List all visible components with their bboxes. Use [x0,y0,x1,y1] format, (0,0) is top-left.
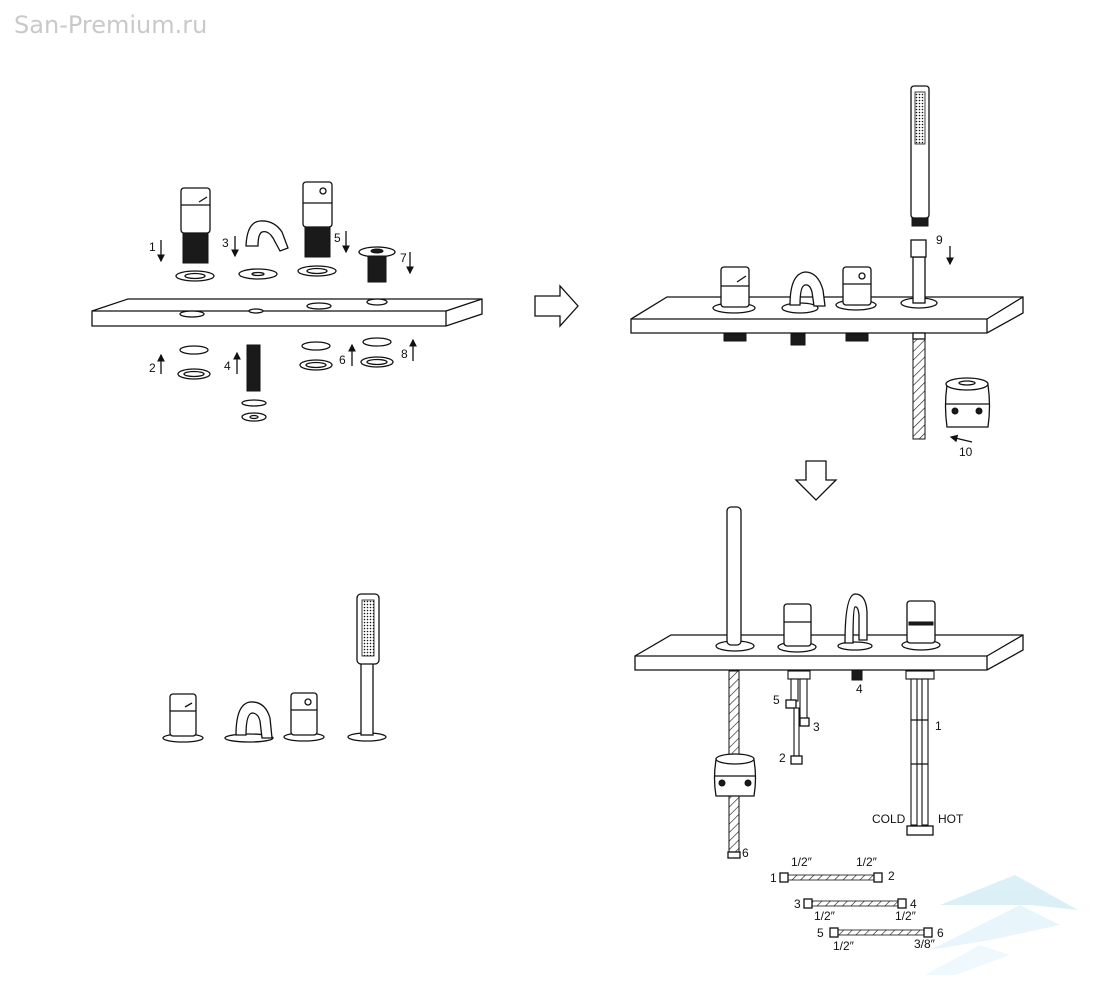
hose-3-4 [803,898,907,909]
hose-1-right-end: 2 [888,869,895,883]
arrow-10 [949,434,973,443]
hose-label-2: 2 [779,751,786,765]
part-label-2: 2 [149,361,156,375]
part-label-5: 5 [334,231,341,245]
hot-label: HOT [938,812,964,826]
hose-label-5: 5 [773,693,780,707]
arrow-right-icon [534,284,579,328]
hose-1-left-end: 1 [770,871,777,885]
finished-handshower [347,593,387,742]
hose-legend: 1/2″ 1/2″ 1 2 3 4 1/2″ 1/2″ 5 6 1/2″ 3/8… [770,855,944,953]
hose-3-left-size: 1/2″ [833,939,855,953]
hose-weight [944,377,991,428]
mixer-4-2 [901,600,941,836]
step2-assembly-view: 9 10 [630,85,1024,459]
spout-4 [837,593,873,681]
deck-plate-3 [634,634,1024,671]
part-label-9: 9 [936,233,943,247]
step1-exploded-view: 1 2 3 4 5 6 7 8 [91,181,483,422]
mounted-mixer-1 [712,266,756,342]
step3-finished-set [162,593,387,743]
hose-label-4: 4 [856,682,863,696]
hose-label-1: 1 [935,719,942,733]
mixer-body-1 [175,187,215,282]
watermark-text: San-Premium.ru [14,11,207,39]
handshower-assembly [900,85,938,440]
hose-5-6 [829,927,933,938]
hose-3-right-size: 3/8″ [914,937,936,951]
hose-1-2 [779,872,883,883]
part-label-7: 7 [400,251,407,265]
under-deck-washers [177,337,394,422]
hose-label-3: 3 [813,720,820,734]
part-label-10: 10 [959,445,973,459]
hose-1-left-size: 1/2″ [791,855,813,869]
hose-2-left-size: 1/2″ [814,909,836,923]
part-label-4: 4 [224,359,231,373]
part-label-1: 1 [149,240,156,254]
hose-2-right-end: 4 [910,897,917,911]
hose-3-right-end: 6 [937,926,944,940]
arrow-down-icon [794,460,838,501]
part-label-3: 3 [222,236,229,250]
hose-2-left-end: 3 [794,897,801,911]
finished-mixer-1 [162,693,204,743]
hose-1-right-size: 1/2″ [856,855,878,869]
hose-3-left-end: 5 [817,926,824,940]
mounted-mixer-2 [835,266,877,342]
step4-connection-view: 4 5 3 2 1 6 COLD HOT [634,506,1024,860]
mixer-body-2 [297,181,337,277]
deck-plate [91,298,483,327]
handshower-rod [713,506,757,859]
part-label-6: 6 [339,353,346,367]
step1-arrows [157,231,417,374]
deck-plate-2 [630,296,1024,334]
finished-spout [224,701,274,743]
bird-logo-icon [925,875,1078,975]
cold-label: COLD [872,812,906,826]
mixer-4-1 [777,603,817,765]
shower-base-part [358,246,396,283]
finished-mixer-2 [283,692,325,742]
part-label-8: 8 [401,347,408,361]
hose-label-6: 6 [742,846,749,860]
hose-2-right-size: 1/2″ [895,909,917,923]
mounted-spout [781,271,826,346]
spout [238,220,289,280]
